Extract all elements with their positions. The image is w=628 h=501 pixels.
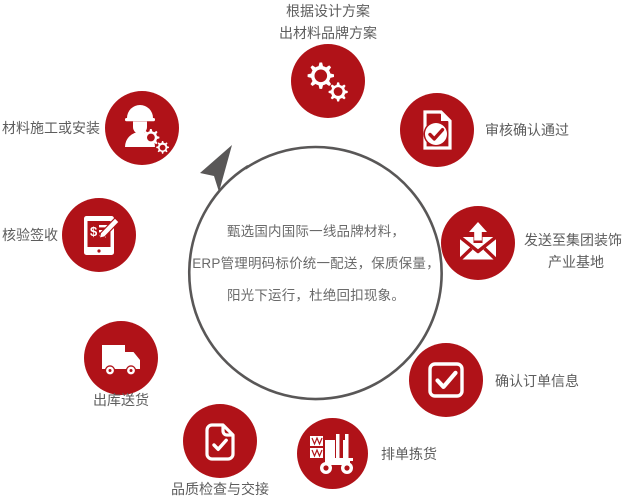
- forklift-icon[interactable]: [297, 418, 368, 489]
- center-description: 甄选国内国际一线品牌材料， ERP管理明码标价统一配送，保质保量， 阳光下运行，…: [168, 216, 464, 312]
- node-delivery-label: 出库送货: [70, 389, 172, 411]
- node-pick-goods-label-line-1: 排单拣货: [381, 446, 437, 462]
- document-check-icon[interactable]: [400, 93, 474, 167]
- node-review-approved-label: 审核确认通过: [485, 119, 625, 141]
- node-review-approved-label-line-1: 审核确认通过: [485, 122, 569, 138]
- node-confirm-order-label-line-1: 确认订单信息: [495, 373, 579, 389]
- node-design-plan-label-line-2: 出材料品牌方案: [279, 25, 377, 41]
- node-verify-receipt-label: 核验签收: [0, 224, 58, 246]
- node-design-plan-label: 根据设计方案 出材料品牌方案: [262, 0, 394, 44]
- truck-icon[interactable]: [84, 321, 158, 395]
- node-send-to-base-label-line-2: 产业基地: [548, 254, 604, 270]
- node-send-to-base-label-line-1: 发送至集团装饰: [524, 232, 622, 248]
- node-installation-label-line-1: 材料施工或安装: [2, 120, 100, 136]
- checkbox-icon[interactable]: [409, 343, 483, 417]
- node-delivery-label-line-1: 出库送货: [93, 392, 149, 408]
- node-quality-check-label-line-1: 品质检查与交接: [171, 481, 269, 497]
- cycle-arrowhead: [200, 145, 232, 192]
- svg-text:$: $: [90, 224, 98, 239]
- node-verify-receipt-label-line-1: 核验签收: [2, 227, 58, 243]
- node-send-to-base-label: 发送至集团装饰 产业基地: [524, 229, 628, 273]
- signature-invoice-icon[interactable]: $: [62, 198, 136, 272]
- node-confirm-order-label: 确认订单信息: [495, 370, 625, 392]
- gears-icon[interactable]: [291, 44, 365, 118]
- worker-gears-icon[interactable]: [105, 91, 179, 165]
- node-pick-goods-label: 排单拣货: [381, 443, 491, 465]
- node-design-plan-label-line-1: 根据设计方案: [286, 3, 370, 19]
- send-envelope-icon[interactable]: [441, 206, 515, 280]
- center-line-2: ERP管理明码标价统一配送，保质保量，: [192, 256, 440, 271]
- center-line-3: 阳光下运行，杜绝回扣现象。: [226, 288, 406, 303]
- node-installation-label: 材料施工或安装: [0, 117, 100, 139]
- center-line-1: 甄选国内国际一线品牌材料，: [226, 224, 406, 239]
- document-check-outline-icon[interactable]: [183, 404, 257, 478]
- node-quality-check-label: 品质检查与交接: [162, 478, 278, 500]
